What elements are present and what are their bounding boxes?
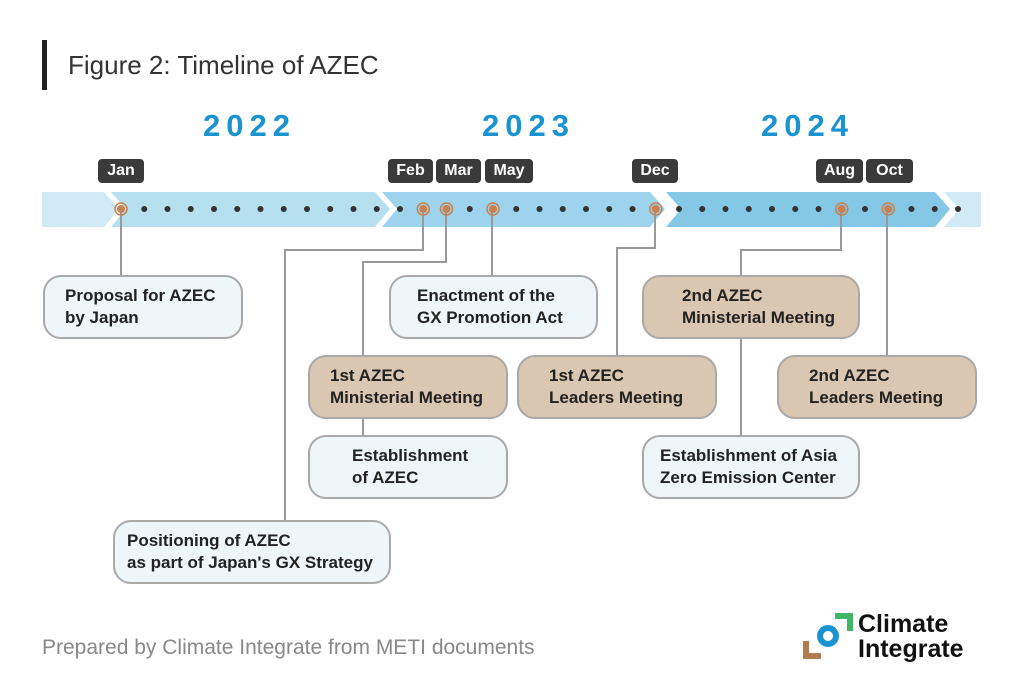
month-dot	[536, 206, 543, 212]
band-2023	[382, 192, 665, 227]
month-dot	[559, 206, 566, 212]
month-dot	[280, 206, 287, 212]
band-start	[42, 192, 119, 227]
month-dot	[164, 206, 171, 212]
event-text: 2nd AZEC	[809, 366, 890, 385]
month-dot	[211, 206, 217, 212]
event-leaders-1: 1st AZEC Leaders Meeting	[517, 355, 717, 419]
title-bar-accent	[42, 40, 47, 90]
month-dot	[257, 206, 264, 212]
month-dot	[327, 206, 334, 212]
logo-line: Climate	[858, 610, 949, 638]
month-dot	[792, 206, 799, 212]
event-marker-ring	[835, 202, 849, 216]
month-feb-2023: Feb	[388, 159, 433, 183]
event-marker-ring	[439, 202, 454, 216]
event-marker	[419, 205, 428, 213]
event-text: Proposal for AZEC	[65, 286, 216, 305]
connector-mar	[362, 209, 447, 356]
month-dot	[722, 206, 729, 212]
month-dot	[304, 206, 310, 212]
event-marker	[884, 205, 893, 213]
event-establishment: Establishment of AZEC	[308, 435, 508, 499]
event-text: 2nd AZEC	[682, 286, 763, 305]
logo-line: Integrate	[858, 635, 964, 663]
month-dot	[141, 206, 148, 212]
event-text: Leaders Meeting	[549, 388, 684, 407]
month-dot	[350, 206, 357, 212]
month-dot	[397, 206, 403, 212]
event-marker-ring	[416, 202, 430, 216]
source-note: Prepared by Climate Integrate from METI …	[42, 636, 535, 659]
event-text: Positioning of AZEC	[127, 531, 291, 550]
event-marker-ring	[881, 202, 895, 216]
month-dot	[745, 206, 752, 212]
month-dot	[606, 206, 613, 212]
month-may-2023: May	[485, 159, 533, 183]
event-ministerial-1: 1st AZEC Ministerial Meeting	[308, 355, 508, 419]
month-dot	[955, 206, 961, 212]
event-positioning: Positioning of AZEC as part of Japan's GX…	[113, 520, 391, 584]
event-text: Enactment of the	[417, 286, 555, 305]
event-marker-ring	[649, 202, 663, 216]
month-dot	[187, 206, 194, 212]
event-text: Ministerial Meeting	[330, 388, 484, 407]
year-2022: 2022	[203, 108, 296, 143]
event-marker-ring	[114, 202, 128, 216]
month-dec-2023: Dec	[632, 159, 678, 183]
event-text: Ministerial Meeting	[682, 308, 836, 327]
connector-feb	[284, 209, 424, 521]
event-text: 1st AZEC	[330, 366, 405, 385]
event-marker	[651, 205, 660, 213]
event-ministerial-2: 2nd AZEC Ministerial Meeting	[642, 275, 860, 339]
event-marker-ring	[486, 202, 500, 216]
band-2022	[111, 192, 390, 227]
month-aug-2024: Aug	[816, 159, 863, 183]
event-text: of AZEC	[352, 468, 419, 487]
year-2024: 2024	[761, 108, 854, 143]
month-dot	[513, 206, 520, 212]
month-dot	[676, 206, 682, 212]
band-2024	[666, 192, 950, 227]
connector-dec	[616, 209, 656, 356]
figure-title: Figure 2: Timeline of AZEC	[68, 50, 379, 80]
event-text: as part of Japan's GX Strategy	[127, 553, 373, 572]
year-2023: 2023	[482, 108, 575, 143]
month-dot	[466, 206, 473, 212]
month-dot	[908, 206, 915, 212]
event-marker	[442, 205, 451, 213]
event-enactment: Enactment of the GX Promotion Act	[389, 275, 598, 339]
connector-aug	[740, 209, 842, 276]
event-marker	[117, 205, 125, 213]
event-text: Establishment	[352, 446, 469, 465]
event-marker	[837, 205, 846, 213]
month-dot	[699, 206, 706, 212]
month-dot	[583, 206, 589, 212]
month-dot	[931, 206, 938, 212]
event-text: by Japan	[65, 308, 139, 327]
band-end	[944, 192, 981, 227]
event-proposal: Proposal for AZEC by Japan	[43, 275, 243, 339]
month-dot	[373, 206, 380, 212]
month-jan-2022: Jan	[98, 159, 144, 183]
event-text: GX Promotion Act	[417, 308, 563, 327]
month-dot	[769, 206, 775, 212]
month-dot	[629, 206, 636, 212]
event-marker	[489, 205, 497, 213]
month-dot	[815, 206, 822, 212]
month-mar-2023: Mar	[436, 159, 481, 183]
month-dot	[234, 206, 241, 212]
connectors	[120, 209, 888, 521]
event-text: 1st AZEC	[549, 366, 624, 385]
event-text: Establishment of Asia	[660, 446, 837, 465]
event-text: Leaders Meeting	[809, 388, 944, 407]
month-dot	[862, 206, 868, 212]
event-leaders-2: 2nd AZEC Leaders Meeting	[777, 355, 977, 419]
event-text: Zero Emission Center	[660, 468, 836, 487]
month-oct-2024: Oct	[866, 159, 913, 183]
